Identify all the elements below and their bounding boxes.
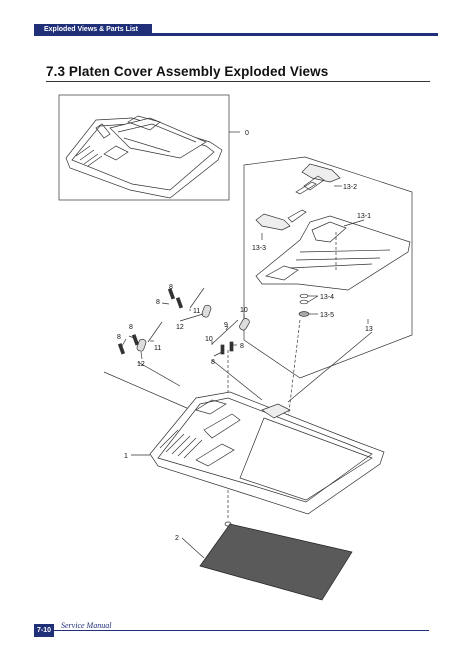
callout-8: 8 xyxy=(117,334,121,341)
callout-11: 11 xyxy=(154,345,161,352)
callout-10: 10 xyxy=(205,336,213,343)
part-13-3-stopper xyxy=(255,209,307,231)
footer-manual-title: Service Manual xyxy=(61,621,112,630)
part-2-platen-sheet xyxy=(199,523,353,601)
footer-rule xyxy=(34,630,429,631)
callout-1: 1 xyxy=(124,453,128,460)
callout-11: 11 xyxy=(193,308,200,315)
callout-9: 9 xyxy=(224,322,228,329)
callout-8: 8 xyxy=(129,324,133,331)
title-rule xyxy=(46,81,430,82)
callout-13-5: 13-5 xyxy=(320,312,334,319)
page-title: 7.3 Platen Cover Assembly Exploded Views xyxy=(46,64,329,79)
hinge-shafts xyxy=(147,287,239,345)
part-13-5-pad xyxy=(298,311,318,317)
callout-8: 8 xyxy=(156,299,160,306)
callout-13: 13 xyxy=(365,326,373,333)
hinge-screws-and-pins xyxy=(117,288,234,355)
page-number: 7-10 xyxy=(34,624,54,637)
callout-12: 12 xyxy=(137,361,145,368)
header-section-tab: Exploded Views & Parts List xyxy=(34,24,152,36)
callout-8: 8 xyxy=(240,343,244,350)
callout-10: 10 xyxy=(240,307,248,314)
callout-8: 8 xyxy=(211,359,215,366)
callout-2: 2 xyxy=(175,535,179,542)
callout-13-3: 13-3 xyxy=(252,245,266,252)
callout-13-1: 13-1 xyxy=(357,213,371,220)
callout-13-4: 13-4 xyxy=(320,294,334,301)
callout-12: 12 xyxy=(176,324,184,331)
part-1-platen-cover xyxy=(149,391,385,515)
part-13-2-stopper xyxy=(295,163,341,195)
hinge-bushings xyxy=(136,304,250,352)
part-13-4-pads xyxy=(299,293,319,305)
tray-subassembly-bracket xyxy=(243,156,413,379)
callout-0: 0 xyxy=(245,130,249,137)
callout-labels: 0 13-2 13-1 13-3 13-4 13-5 13 8 8 11 12 … xyxy=(117,130,373,542)
callout-13-2: 13-2 xyxy=(343,184,357,191)
callout-8: 8 xyxy=(169,284,173,291)
small-part-leaders xyxy=(121,291,245,360)
assembled-cover-inset xyxy=(58,94,230,201)
header-rule xyxy=(34,33,438,36)
part-13-1-tray xyxy=(255,215,411,291)
